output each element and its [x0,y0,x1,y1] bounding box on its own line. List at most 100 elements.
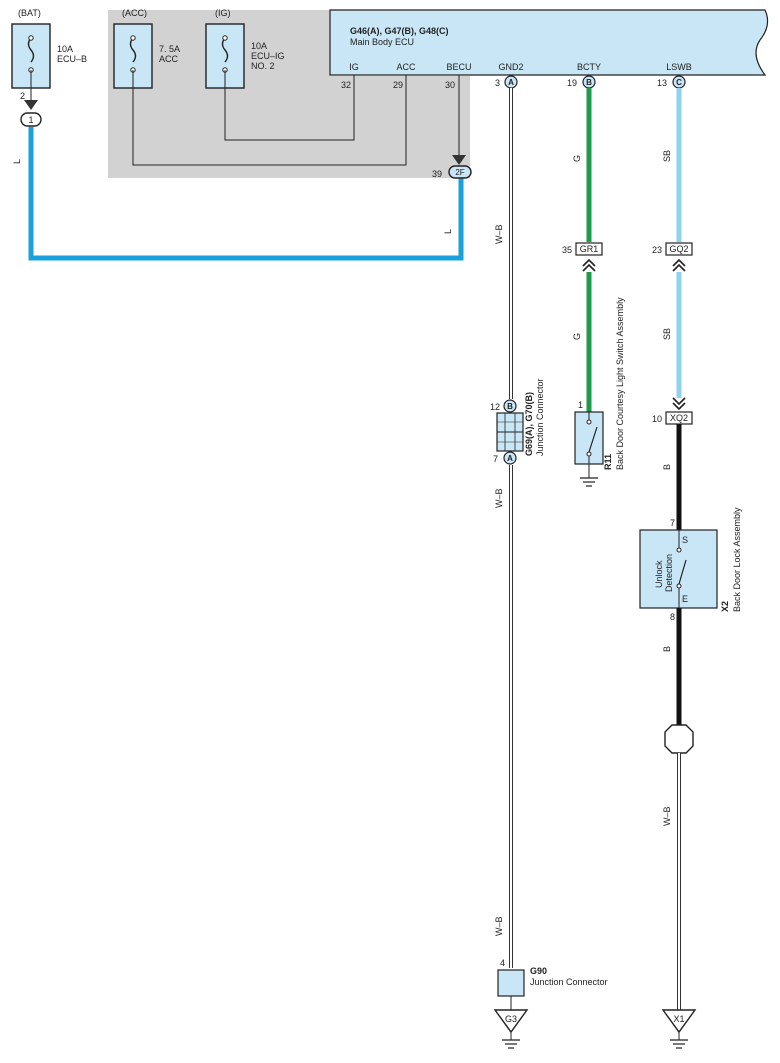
wire-label-wb-2: W–B [494,488,504,508]
jc-title: G69(A), G70(B) [524,392,534,456]
jc-conn-b: B [503,399,517,413]
fuse-rating-ig: 10A [251,41,267,51]
g90-name: Junction Connector [530,977,608,987]
g90-title: G90 [530,966,547,976]
source-label-acc: (ACC) [122,8,147,18]
xq2-chevron-2 [672,402,686,411]
x2-title: X2 [720,601,730,612]
jc-name: Junction Connector [535,378,545,456]
wire-l [28,127,464,261]
ecu-name: Main Body ECU [350,37,414,47]
fuse-name-ig: ECU–IG [251,51,285,61]
ecu-box [329,9,769,76]
wire-label-b-1: B [662,464,672,470]
svg-text:GQ2: GQ2 [669,244,688,254]
wire-label-wb-1: W–B [494,224,504,244]
g90-pin: 4 [500,958,505,968]
wire-acc-internal [132,70,407,166]
ecu-pin-gnd2: 3 [495,78,500,88]
gq2-pin: 23 [652,245,662,255]
ecu-internal-shade [108,10,470,178]
fuse-rating-acc: 7. 5A [159,44,180,54]
ground-r11 [580,477,598,487]
svg-text:1: 1 [28,115,33,125]
back-door-lock-x2 [639,529,718,609]
r11-name: Back Door Courtesy Light Switch Assembly [615,297,625,470]
svg-text:GR1: GR1 [580,244,599,254]
wire-label-g-1: G [572,155,582,162]
svg-text:G3: G3 [505,1014,517,1024]
gq2-chevron-2 [672,263,686,272]
gr1-chevron-2 [582,263,596,272]
jc-conn-a: A [503,451,517,465]
svg-text:X1: X1 [673,1014,684,1024]
wire-label-wb-3: W–B [494,916,504,936]
bat-connector: 1 [20,112,42,127]
svg-text:B: B [507,402,513,411]
ecu-terminal-gnd2: GND2 [498,62,523,72]
connector-gq2: GQ2 [665,242,693,256]
becu-pin: 39 [432,169,442,179]
svg-text:2F: 2F [455,168,464,177]
wire-label-sb-2: SB [662,328,672,340]
fuse-name-acc: ACC [159,54,179,64]
becu-arrow [452,155,466,165]
connector-gr1: GR1 [575,242,603,256]
ecu-pin-lswb: 13 [657,78,667,88]
xq2-chevron-1 [672,397,686,406]
ground-x1: X1 [661,1009,697,1049]
x2-pin-s: 7 [670,518,675,528]
ecu-conn-b: B [582,75,596,89]
fuse-rating-bat: 10A [57,44,73,54]
wire-label-l-right: L [443,229,453,234]
splice-point [664,724,694,754]
source-label-bat: (BAT) [18,8,41,18]
x2-name: Back Door Lock Assembly [732,507,742,612]
gr1-pin: 35 [562,245,572,255]
jc-pin-top: 12 [490,402,500,412]
r11-title: R11 [603,454,613,470]
x2-inner-1: Unlock [654,560,664,588]
bat-arrow [24,100,38,110]
svg-text:XQ2: XQ2 [670,413,688,423]
x2-terminal-e: E [682,594,688,604]
ecu-conn-a: A [504,75,518,89]
ecu-terminal-ig: IG [349,62,359,72]
ecu-pin-ig: 32 [341,80,351,90]
switch-r11 [574,411,604,465]
x2-terminal-s: S [682,535,688,545]
ground-g3: G3 [493,1009,529,1049]
wire-label-wb-4: W–B [662,806,672,826]
wire-label-l-left: L [12,159,22,164]
svg-text:A: A [507,454,513,463]
ecu-terminal-bcty: BCTY [577,62,601,72]
source-label-ig: (IG) [215,8,231,18]
ecu-conn-c: C [672,75,686,89]
ecu-pin-acc: 29 [393,80,403,90]
connector-xq2: XQ2 [665,411,693,425]
fuse-name-bat: ECU–B [57,54,87,64]
becu-connector: 2F [448,165,472,179]
jc-pin-bot: 7 [493,454,498,464]
ecu-terminal-lswb: LSWB [666,62,692,72]
x2-inner-2: Detection [664,554,674,592]
ecu-title: G46(A), G47(B), G48(C) [350,26,449,36]
wire-ig-internal [224,70,355,141]
svg-text:C: C [676,78,682,87]
wire-label-sb-1: SB [662,150,672,162]
gq2-chevron-1 [672,258,686,267]
r11-pin: 1 [578,400,583,410]
bat-pin: 2 [20,91,25,101]
ecu-terminal-acc: ACC [396,62,416,72]
ecu-pin-becu: 30 [445,80,455,90]
junction-connector-g69 [496,412,524,452]
xq2-pin: 10 [652,414,662,424]
wire-label-g-2: G [572,333,582,340]
g90-connector [497,969,525,997]
svg-text:B: B [586,78,592,87]
wire-label-b-2: B [662,646,672,652]
svg-text:A: A [508,78,514,87]
ecu-terminal-becu: BECU [446,62,471,72]
ecu-pin-bcty: 19 [567,78,577,88]
fuse-name2-ig: NO. 2 [251,61,275,71]
